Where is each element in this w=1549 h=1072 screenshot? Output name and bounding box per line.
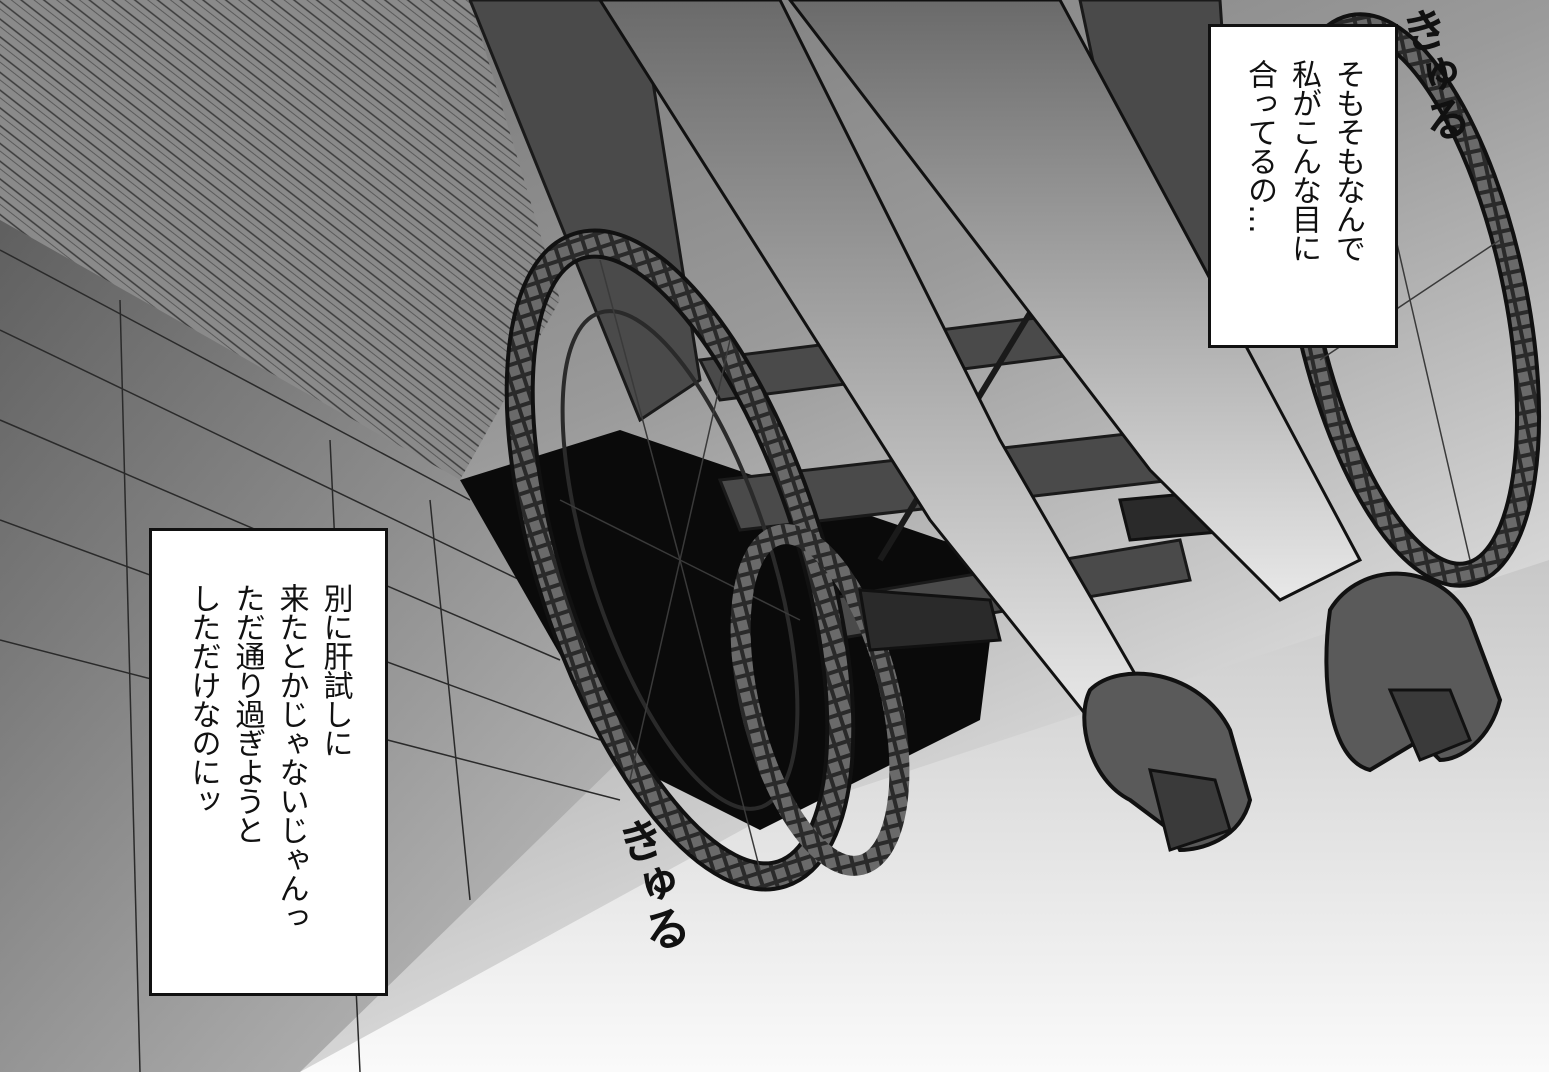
caption-text-top: そもそもなんで 私がこんな目に 合ってるの… <box>1242 59 1365 262</box>
dark-shadow <box>460 430 1000 830</box>
shutter-wall <box>0 0 560 480</box>
footrest <box>858 588 1002 652</box>
right-leg <box>788 0 1363 602</box>
caption-box-top: そもそもなんで 私がこんな目に 合ってるの… <box>1208 24 1398 348</box>
front-caster <box>730 524 910 876</box>
floor <box>300 560 1549 1072</box>
caption-box-left: 別に肝試しに 来たとかじゃないじゃんっ ただ通り過ぎようと しただけなのにッ <box>149 528 388 996</box>
left-wheel <box>504 228 856 892</box>
caption-text-left: 別に肝試しに 来たとかじゃないじゃんっ ただ通り過ぎようと しただけなのにッ <box>185 583 353 931</box>
